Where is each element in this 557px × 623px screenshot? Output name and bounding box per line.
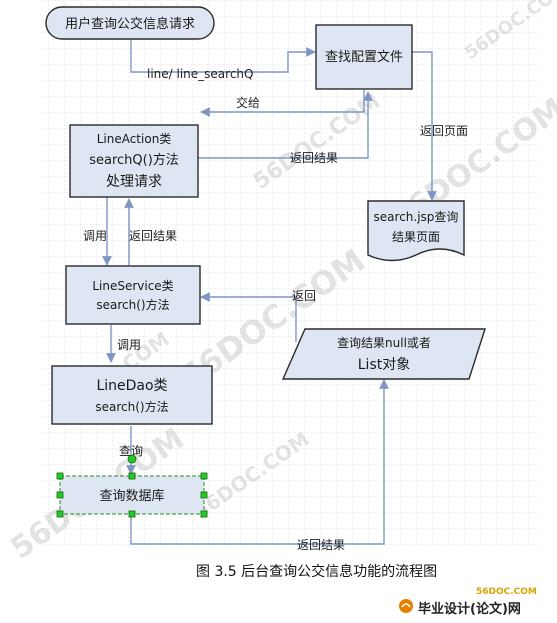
svg-text:search()方法: search()方法	[95, 399, 168, 414]
node-find-config: 查找配置文件	[315, 24, 413, 90]
svg-text:search.jsp查询: search.jsp查询	[374, 210, 459, 224]
node-query-database: 查询数据库	[56, 454, 208, 518]
edge-label-return-page: 返回页面	[420, 124, 468, 138]
svg-text:结果页面: 结果页面	[392, 230, 440, 244]
edge-label-return-result-2: 返回结果	[129, 229, 177, 243]
edge-label-path: line/ line_searchQ	[147, 67, 253, 81]
svg-text:LineAction类: LineAction类	[97, 132, 172, 146]
svg-text:查询结果null或者: 查询结果null或者	[337, 336, 431, 350]
edge-label-handover: 交给	[236, 95, 260, 110]
edge-label-query: 查询	[119, 444, 143, 458]
node-line-action: LineAction类 searchQ()方法 处理请求	[69, 124, 199, 198]
svg-text:用户查询公交信息请求: 用户查询公交信息请求	[65, 16, 195, 32]
svg-text:查找配置文件: 查找配置文件	[325, 50, 403, 65]
edge-label-call-1: 调用	[83, 229, 107, 243]
svg-text:处理请求: 处理请求	[106, 174, 162, 190]
node-query-result-object: 查询结果null或者 List对象	[281, 328, 486, 380]
edge-label-return: 返回	[292, 289, 316, 303]
edge-result-to-service	[200, 292, 297, 342]
edge-label-call-2: 调用	[117, 338, 141, 352]
edge-action-to-config-return	[198, 91, 373, 159]
edge-config-to-result-page	[412, 51, 437, 201]
figure-caption: 图 3.5 后台查询公交信息功能的流程图	[196, 564, 438, 580]
node-line-service: LineService类 search()方法	[65, 265, 201, 325]
edge-db-to-result	[130, 379, 389, 545]
brand-site: 56DOC.COM	[476, 587, 537, 597]
brand-logo-icon	[399, 599, 413, 613]
node-request: 用户查询公交信息请求	[45, 6, 215, 40]
brand-name: 毕业设计(论文)网	[418, 602, 521, 617]
edge-label-return-result-3: 返回结果	[297, 538, 345, 552]
svg-text:search()方法: search()方法	[96, 297, 169, 312]
svg-text:searchQ()方法: searchQ()方法	[89, 152, 179, 168]
node-result-page: search.jsp查询 结果页面	[367, 200, 465, 262]
edge-labels: line/ line_searchQ 交给 返回页面 返回结果 调用 返回结果 …	[83, 67, 468, 552]
edge-label-return-result-1: 返回结果	[290, 151, 338, 165]
edges	[102, 40, 437, 545]
edge-request-to-config	[130, 40, 316, 73]
svg-text:List对象: List对象	[358, 357, 410, 373]
node-line-dao: LineDao类 search()方法	[51, 365, 213, 425]
svg-text:查询数据库: 查询数据库	[99, 488, 164, 504]
svg-text:LineDao类: LineDao类	[96, 378, 167, 394]
selection-handles	[56, 454, 208, 518]
svg-text:LineService类: LineService类	[92, 279, 173, 293]
